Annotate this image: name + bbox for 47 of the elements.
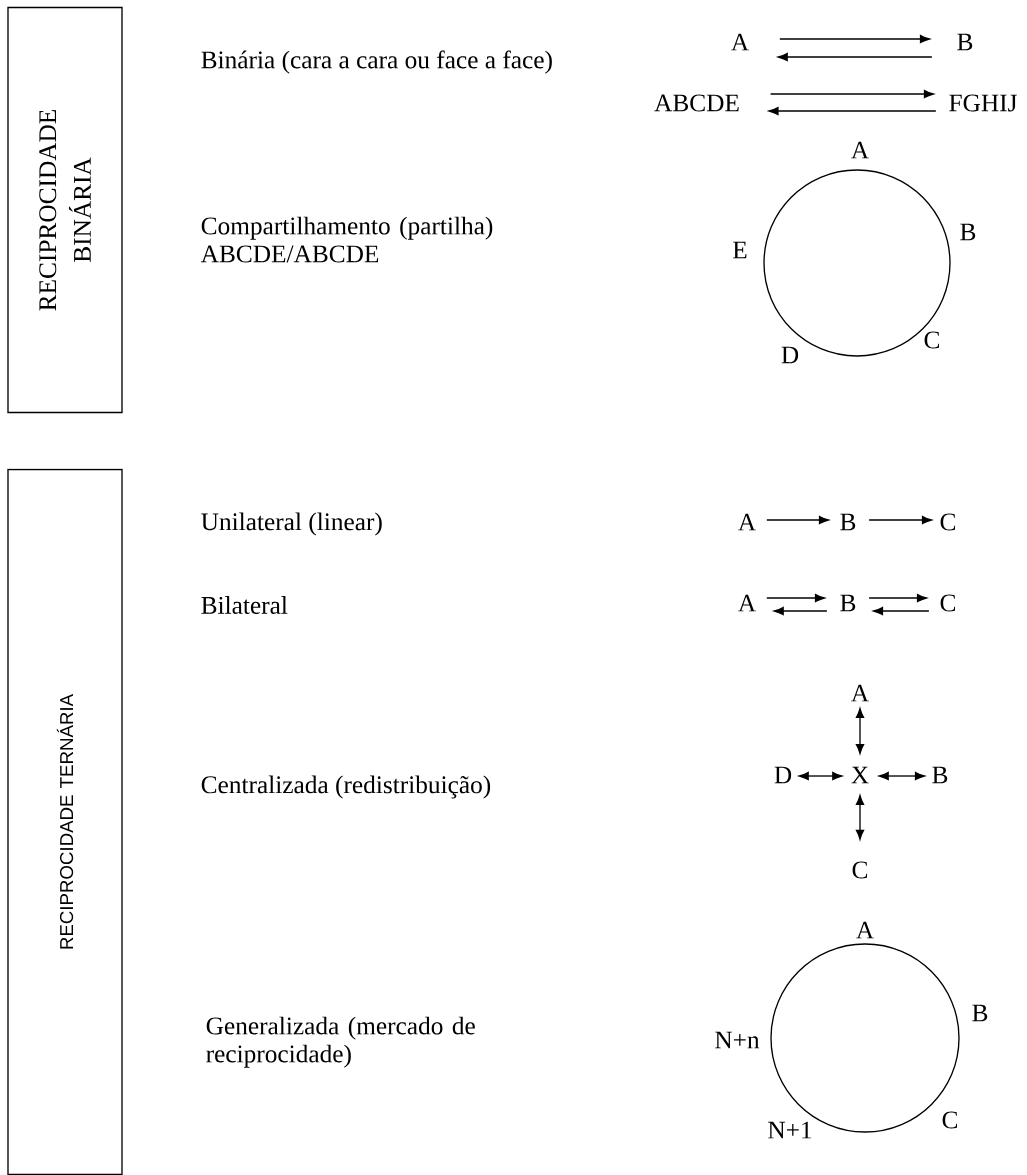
letter-label: A: [738, 513, 756, 531]
letter-label: FGHIJ: [949, 94, 1017, 112]
circle-label: C: [924, 331, 940, 349]
circle-label: B: [972, 1004, 988, 1022]
letter-label: B: [932, 766, 948, 784]
category-label: Unilateral (linear): [201, 512, 382, 536]
arrow: [798, 771, 843, 781]
arrow: [855, 794, 865, 840]
arrow: [777, 52, 933, 62]
arrow: [766, 593, 825, 603]
arrow: [878, 771, 925, 781]
letter-label: X: [851, 766, 869, 784]
circle-label: E: [733, 241, 747, 259]
letter-label: B: [840, 594, 856, 612]
category-label: Bilateral: [201, 596, 288, 614]
category-box: RECIPROCIDADE BINÁRIA: [7, 6, 123, 414]
letter-label: A: [731, 33, 749, 51]
arrow: [868, 515, 932, 525]
arrow: [868, 593, 927, 603]
circle-label: A: [856, 921, 874, 939]
arrow: [779, 34, 930, 44]
circle-label: A: [851, 141, 869, 159]
letter-label: C: [940, 594, 956, 612]
arrow: [873, 606, 930, 616]
letter-label: C: [940, 513, 956, 531]
letter-label: C: [852, 861, 868, 879]
circle-label: N+n: [715, 1031, 760, 1049]
letter-label: D: [774, 766, 792, 784]
letter-label: A: [851, 684, 869, 702]
letter-label: B: [957, 33, 973, 51]
letter-label: A: [738, 594, 756, 612]
arrow: [855, 708, 865, 755]
category-label: Centralizada (redistribuição): [201, 775, 491, 799]
arrow: [769, 89, 934, 99]
letter-label: ABCDE: [654, 94, 739, 112]
arrow: [766, 515, 829, 525]
circle-label: C: [942, 1111, 958, 1129]
letter-label: B: [840, 513, 856, 531]
category-box: RECIPROCIDADE TERNÁRIA: [7, 468, 123, 1175]
category-label: Binária (cara a cara ou face a face): [201, 50, 552, 74]
circle-label: D: [781, 346, 799, 364]
arrow: [773, 606, 828, 616]
arrow: [768, 106, 937, 116]
circle-label: N+1: [768, 1121, 812, 1139]
category-label: Generalizada (mercado de reciprocidade): [206, 1016, 475, 1068]
circle-label: B: [960, 223, 976, 241]
category-label: Compartilhamento (partilha) ABCDE/ABCDE: [200, 216, 493, 263]
